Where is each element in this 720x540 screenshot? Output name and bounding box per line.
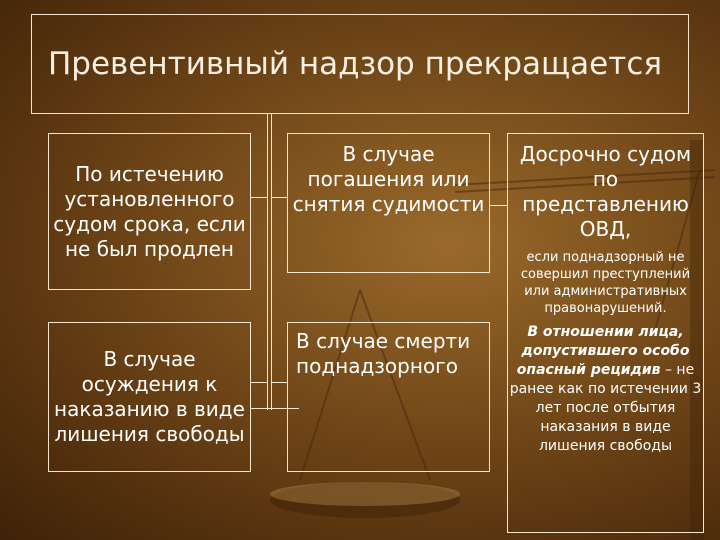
page-title: Превентивный надзор прекращается — [48, 46, 663, 82]
connector-term — [251, 197, 267, 198]
term-expired-box: По истечению установленного судом срока,… — [48, 133, 251, 290]
connector-early — [490, 205, 507, 206]
record-cleared-box: В случае погашения или снятия судимости — [287, 133, 490, 273]
early-termination-condition: если поднадзорный не совершил преступлен… — [520, 250, 691, 316]
term-expired-text: По истечению установленного судом срока,… — [53, 161, 246, 261]
recidivism-clause: В отношении лица, допустившего особо опа… — [508, 323, 703, 456]
conviction-box: В случае осуждения к наказанию в виде ли… — [48, 322, 251, 472]
connector-vertical-left — [267, 114, 268, 410]
record-cleared-text: В случае погашения или снятия судимости — [292, 142, 485, 216]
connector-vertical-right — [271, 114, 272, 410]
connector-bottom — [251, 408, 299, 409]
early-termination-title: Досрочно судом по представлению ОВД, — [519, 142, 692, 241]
recidivism-bold: В отношении лица, допустившего особо опа… — [516, 324, 690, 378]
death-box: В случае смерти поднадзорного — [287, 322, 490, 472]
death-text: В случае смерти поднадзорного — [296, 329, 471, 378]
connector-conviction — [251, 382, 267, 383]
conviction-text: В случае осуждения к наказанию в виде ли… — [54, 347, 245, 446]
connector-death — [271, 382, 287, 383]
connector-record — [271, 197, 287, 198]
early-termination-box: Досрочно судом по представлению ОВД, есл… — [507, 133, 704, 533]
title-box: Превентивный надзор прекращается — [31, 14, 689, 114]
recidivism-rest: – не ранее как по истечении 3 лет после … — [509, 362, 702, 454]
